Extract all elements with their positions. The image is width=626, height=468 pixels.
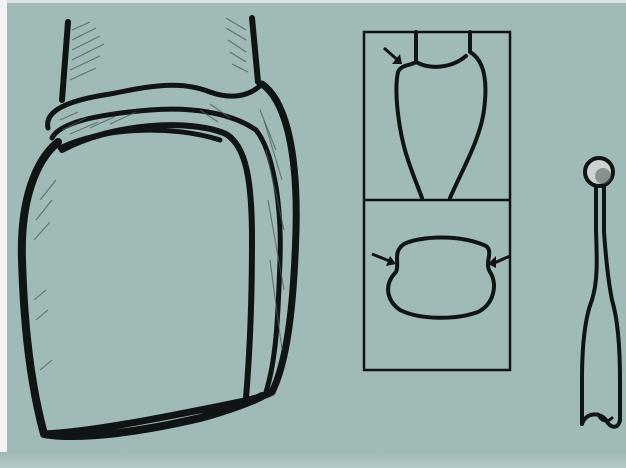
- crown-second-contour: [256, 130, 280, 392]
- cross-section-detail: [364, 32, 510, 370]
- detail-cross-section: [388, 238, 494, 318]
- crown-facial-inner: [62, 125, 252, 398]
- arrow-upper: [384, 48, 402, 64]
- instrument-shank-right: [604, 186, 620, 420]
- instrument-shank-left: [582, 186, 597, 424]
- right-root-line: [252, 18, 258, 82]
- arrow-left: [372, 254, 396, 266]
- detail-profile-top: [416, 56, 466, 67]
- crown-facial-surface: [22, 142, 262, 436]
- crown-inner-shoulder: [60, 130, 220, 148]
- instrument-drawing: [582, 158, 620, 427]
- left-root-line: [62, 22, 68, 100]
- arrow-right: [488, 256, 510, 268]
- crown-preparation-drawing: [22, 18, 296, 436]
- root-hatching: [70, 18, 248, 80]
- instrument-ball-shade: [595, 168, 611, 184]
- facial-hatching: [34, 180, 56, 370]
